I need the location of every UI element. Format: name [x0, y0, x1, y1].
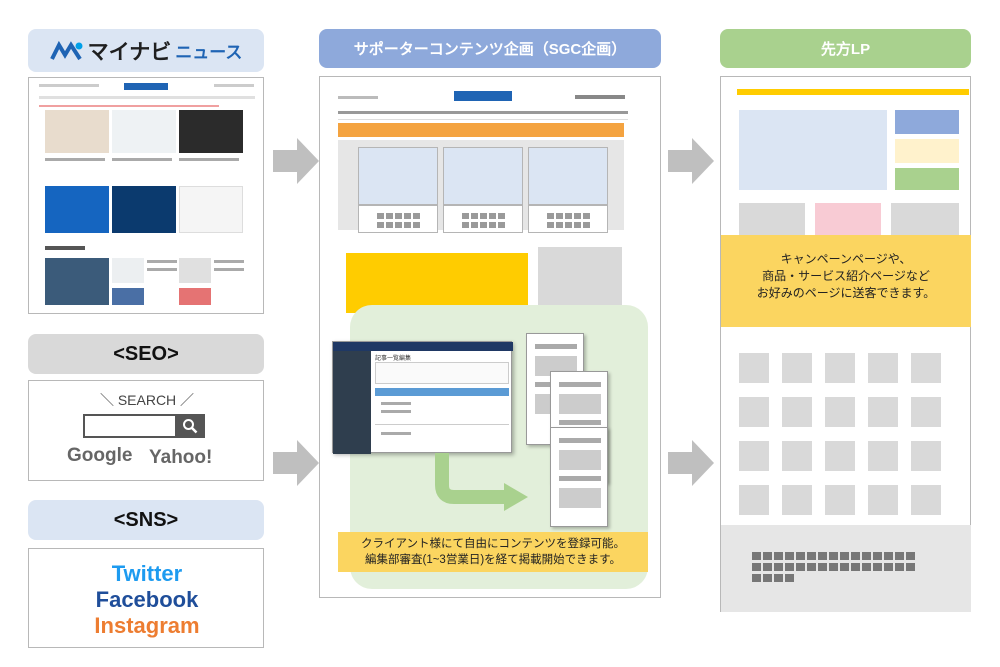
mynavi-logo-icon: [49, 40, 83, 60]
lp-content-grid: [739, 353, 963, 515]
mini-logo: [124, 83, 168, 90]
arrow-right-icon: [273, 138, 319, 184]
search-input[interactable]: [83, 414, 177, 438]
mynavi-news-screenshot: [28, 77, 264, 314]
search-icon: [183, 419, 198, 434]
lp-page-mock: キャンペーンページや、 商品・サービス紹介ページなど お好みのページに送客できま…: [720, 76, 971, 612]
flow-arrow-icon: [435, 453, 528, 511]
arrow-right-icon: [273, 440, 319, 486]
twitter-label: Twitter: [111, 561, 183, 586]
doc-sheet: [550, 427, 608, 527]
ad-banner-2: [112, 186, 176, 233]
facebook-label: Facebook: [95, 587, 199, 612]
article-photo-3: [179, 258, 211, 283]
article-photo-2: [112, 258, 144, 283]
lp-footer: [721, 525, 971, 612]
sgc-caption: クライアント様にて自由にコンテンツを登録可能。 編集部審査(1~3営業日)を経て…: [338, 532, 648, 572]
search-panel: ＼ SEARCH ／ Google Yahoo!: [28, 380, 264, 481]
content-card[interactable]: [443, 147, 523, 205]
google-label: Google: [67, 445, 133, 466]
site-logo: [454, 91, 512, 101]
lp-caption: キャンペーンページや、 商品・サービス紹介ページなど お好みのページに送客できま…: [721, 235, 971, 327]
instagram-label: Instagram: [94, 613, 200, 638]
seo-label: <SEO>: [28, 334, 264, 374]
yellow-block: [346, 253, 528, 313]
lp-header: 先方LP: [720, 29, 971, 68]
logo-sub: ニュース: [175, 43, 243, 62]
sns-panel: Twitter Facebook Instagram: [28, 548, 264, 648]
section-bar: [338, 123, 624, 137]
article-photo-1: [45, 258, 109, 305]
cms-title: 記事一覧編集: [375, 356, 412, 362]
grey-block: [538, 247, 622, 313]
logo-text: マイナビ: [87, 40, 172, 64]
ad-banner-3: [179, 186, 243, 233]
lp-top-bar: [737, 89, 969, 95]
hero-photo-2: [112, 110, 176, 153]
sgc-page-mock: 記事一覧編集 クライアント様にて自由にコンテンツを登録可能。 編集部審査(1~3…: [319, 76, 661, 598]
arrow-right-icon: [668, 138, 714, 184]
content-card[interactable]: [528, 147, 608, 205]
arrow-right-icon: [668, 440, 714, 486]
ad-banner-1: [45, 186, 109, 233]
search-caption: ＼ SEARCH ／: [99, 392, 195, 408]
sns-label: <SNS>: [28, 500, 264, 540]
content-card[interactable]: [358, 147, 438, 205]
mynavi-news-header: マイナビ ニュース: [28, 29, 264, 72]
hero-photo-1: [45, 110, 109, 153]
yahoo-label: Yahoo!: [149, 447, 213, 468]
search-button[interactable]: [175, 414, 205, 438]
cms-screenshot: 記事一覧編集: [332, 341, 513, 454]
sgc-header: サポーターコンテンツ企画（SGC企画）: [319, 29, 661, 68]
hero-photo-3: [179, 110, 243, 153]
